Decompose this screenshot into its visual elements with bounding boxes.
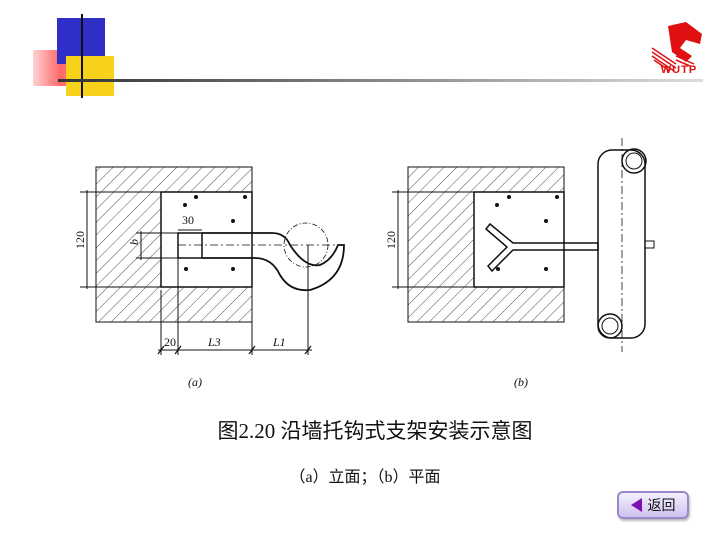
b-dim-120: 120 bbox=[384, 231, 398, 249]
back-button[interactable]: 返回 bbox=[617, 491, 689, 519]
a-dim-120: 120 bbox=[73, 231, 87, 249]
decor-vertical-line bbox=[81, 14, 83, 98]
decor-horizontal-line bbox=[58, 79, 703, 82]
b-caption: (b) bbox=[514, 375, 528, 389]
figure-subtitle: （a）立面；（b）平面 bbox=[289, 469, 441, 486]
a-caption: (a) bbox=[188, 375, 202, 389]
wutp-logo-icon bbox=[651, 22, 702, 72]
a-dim-30: 30 bbox=[182, 213, 194, 227]
figure-title: 图2.20 沿墙托钩式支架安装示意图 bbox=[217, 419, 533, 443]
figure-b bbox=[392, 138, 655, 352]
logo-text: WUTP bbox=[660, 64, 698, 76]
decor-yellow-square bbox=[66, 56, 114, 96]
back-button-label: 返回 bbox=[647, 498, 676, 514]
a-dim-b: b bbox=[127, 239, 141, 245]
figure-a bbox=[80, 166, 345, 355]
a-dim-20: 20 bbox=[164, 335, 176, 349]
a-dim-l1: L1 bbox=[272, 335, 286, 349]
a-dim-l3: L3 bbox=[207, 335, 221, 349]
back-arrow-icon bbox=[630, 498, 642, 512]
